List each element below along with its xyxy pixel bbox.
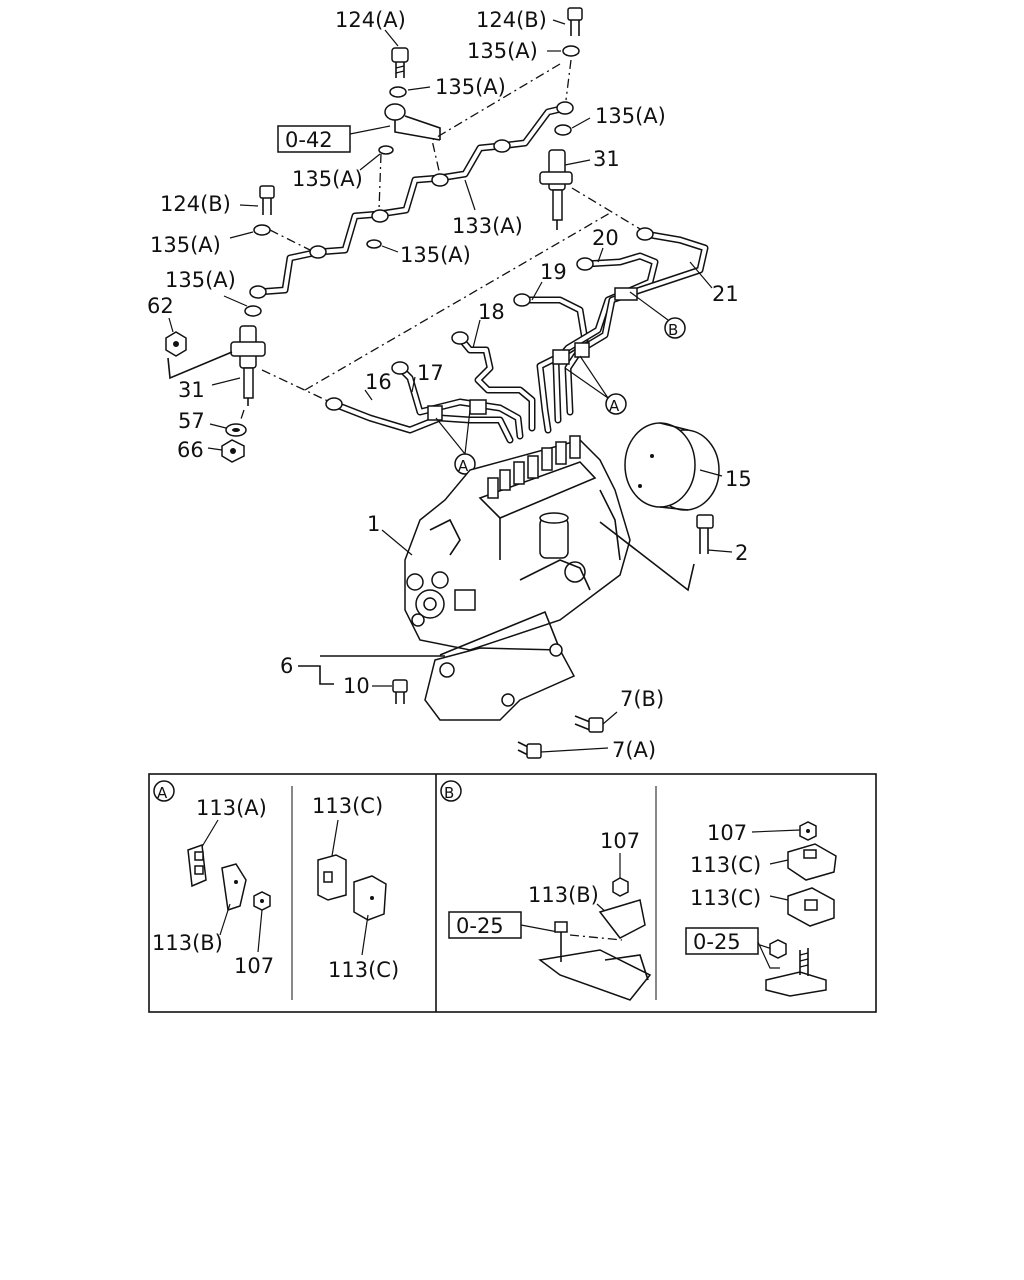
- washer-135a: [389, 86, 407, 98]
- leader-124a: [384, 29, 399, 47]
- detail-frame: [148, 773, 877, 1013]
- clamp-113b: [221, 863, 247, 911]
- panel-b-marker: B: [444, 784, 454, 802]
- marker-b: [664, 317, 686, 339]
- panel-a-113b: 113(B): [152, 931, 223, 955]
- washer-135a-left2: [244, 305, 262, 317]
- callout-124b-left: 124(B): [160, 192, 231, 216]
- bolt-stud-panel-b: [765, 939, 827, 997]
- callout-62: 62: [147, 294, 174, 318]
- washer-135a-right: [554, 124, 572, 136]
- callout-124a: 124(A): [335, 8, 406, 32]
- callout-17: 17: [417, 361, 444, 385]
- callout-18: 18: [478, 300, 505, 324]
- bolt-124a: [391, 47, 409, 78]
- injection-pump-1: [404, 435, 631, 651]
- injection-nozzle-31-right: [539, 149, 573, 230]
- panel-b-107-right: 107: [707, 821, 747, 845]
- callout-7b: 7(B): [620, 687, 664, 711]
- leak-off-pipe-133a: [249, 101, 574, 299]
- panel-b-0-25-left: 0-25: [456, 914, 504, 938]
- callout-19: 19: [540, 260, 567, 284]
- washer-135a-mid: [366, 239, 382, 249]
- nut-107-panel-a: [253, 891, 271, 911]
- panel-b-113c-2: 113(C): [690, 886, 761, 910]
- injection-pipes: [325, 227, 709, 444]
- callout-135a-left1: 135(A): [150, 233, 221, 257]
- ref-box-0-25-left: [448, 911, 522, 939]
- callout-135a-right: 135(A): [595, 104, 666, 128]
- callout-7a: 7(A): [612, 738, 656, 762]
- panel-b-0-25-right: 0-25: [693, 930, 741, 954]
- bolt-10: [392, 679, 408, 704]
- panel-a-113a: 113(A): [196, 796, 267, 820]
- clamp-113c-a2: [353, 875, 387, 921]
- clamp-113c-b1: [787, 843, 837, 881]
- callout-135a-mid: 135(A): [400, 243, 471, 267]
- callout-2: 2: [735, 541, 748, 565]
- callout-0-42: 0-42: [285, 128, 333, 152]
- panel-b-107-left: 107: [600, 829, 640, 853]
- callout-21: 21: [712, 282, 739, 306]
- callout-10: 10: [343, 674, 370, 698]
- callout-a-left: A: [458, 457, 469, 475]
- callout-31-top: 31: [593, 147, 620, 171]
- nut-62: [165, 331, 187, 357]
- washer-135a-top: [562, 45, 580, 57]
- panel-a-113c-top: 113(C): [312, 794, 383, 818]
- callout-133a: 133(A): [452, 214, 523, 238]
- callout-57: 57: [178, 409, 205, 433]
- panel-a-marker-circle: [153, 780, 175, 802]
- callout-124b-top: 124(B): [476, 8, 547, 32]
- callout-135a-left2: 135(A): [165, 268, 236, 292]
- bolt-7a: [517, 741, 542, 759]
- washer-135a-left1: [253, 224, 271, 236]
- pump-bracket-6: [424, 610, 576, 721]
- washer-135a-3: [378, 145, 394, 155]
- panel-b-113b: 113(B): [528, 883, 599, 907]
- panel-a-113c-bottom: 113(C): [328, 958, 399, 982]
- clamp-113c-a1: [317, 854, 347, 901]
- drive-coupling-15: [624, 422, 720, 511]
- ref-box-0-25-right: [685, 927, 759, 955]
- callout-15: 15: [725, 467, 752, 491]
- bolt-124b-left: [259, 185, 275, 215]
- callout-20: 20: [592, 226, 619, 250]
- panel-a-marker: A: [157, 784, 168, 802]
- callout-6: 6: [280, 654, 293, 678]
- bolt-124b-top: [567, 7, 583, 36]
- callout-1: 1: [367, 512, 380, 536]
- banjo-eye-fitting: [384, 103, 441, 141]
- bracket-plate-panel-b: [538, 921, 652, 1001]
- callout-135a-2: 135(A): [435, 75, 506, 99]
- callout-31-left: 31: [178, 378, 205, 402]
- callout-135a-3: 135(A): [292, 167, 363, 191]
- nut-66: [221, 439, 245, 463]
- panel-b-marker-circle: [440, 780, 462, 802]
- clamp-113c-b2: [787, 887, 835, 927]
- marker-a-right: [605, 393, 627, 415]
- clamp-113a: [187, 843, 207, 888]
- nut-107-panel-b-left: [612, 877, 629, 897]
- callout-66: 66: [177, 438, 204, 462]
- clamp-113b-panel-b: [598, 899, 646, 939]
- callout-b: B: [668, 321, 678, 339]
- bolt-2: [696, 514, 714, 554]
- panel-a-107: 107: [234, 954, 274, 978]
- callout-a-right: A: [609, 397, 620, 415]
- bolt-7b: [574, 715, 604, 733]
- ref-box-0-42: [277, 125, 351, 153]
- callout-135a-top: 135(A): [467, 39, 538, 63]
- nut-107-panel-b-right: [799, 821, 817, 841]
- callout-16: 16: [365, 370, 392, 394]
- panel-b-113c-1: 113(C): [690, 853, 761, 877]
- injection-nozzle-31-left: [230, 325, 266, 406]
